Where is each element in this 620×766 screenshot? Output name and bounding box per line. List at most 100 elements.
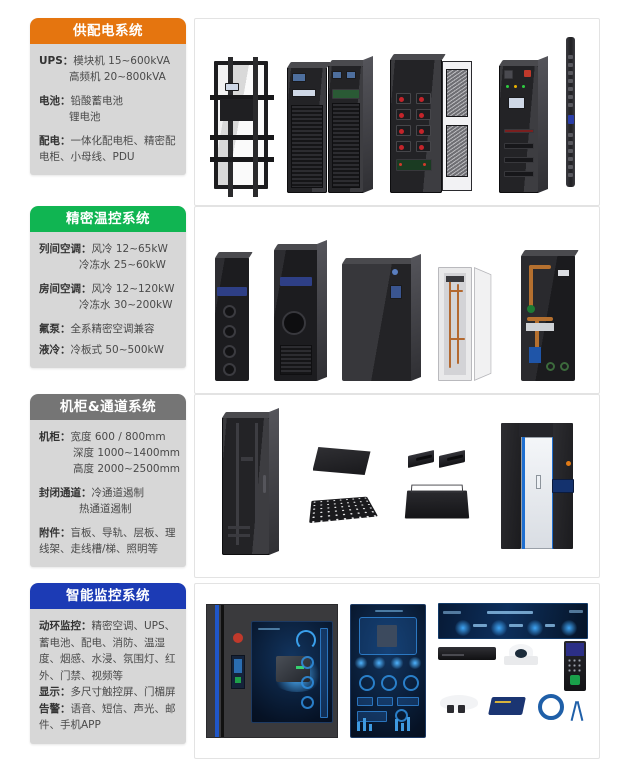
spec-card-body: UPS：模块机 15~600kVA 高频机 20~800kVA 电池：铅酸蓄电池… <box>30 44 186 175</box>
liquid-cooling-unit-image <box>520 250 579 381</box>
spec-line: UPS：模块机 15~600kVA <box>39 53 177 69</box>
spec-value: 风冷 12~120kW <box>91 283 175 295</box>
in-row-air-conditioner-open-image <box>273 239 327 381</box>
spec-card-title: 精密温控系统 <box>30 206 186 232</box>
server-rack-image <box>221 407 279 555</box>
spec-card-body: 动环监控：精密空调、UPS、蓄电池、配电、消防、温湿度、烟感、水浸、氛围灯、红外… <box>30 609 186 744</box>
spec-label: 封闭通道： <box>39 487 92 499</box>
room-air-conditioner-image <box>341 253 421 381</box>
product-image-panel-power <box>194 18 600 206</box>
spec-value: 冷通道遏制 <box>91 487 145 499</box>
spec-line: 告警：语音、短信、声光、邮件、手机APP <box>39 701 177 734</box>
spec-label: 配电： <box>39 135 71 147</box>
product-image-panel-monitoring <box>194 583 600 759</box>
spec-card-title: 供配电系统 <box>30 18 186 44</box>
spec-card-title: 机柜&通道系统 <box>30 394 186 420</box>
spec-card-intelligent-monitoring: 智能监控系统 动环监控：精密空调、UPS、蓄电池、配电、消防、温湿度、烟感、水浸… <box>30 583 186 744</box>
dome-camera-image <box>504 643 538 665</box>
spec-value: 语音、短信、声光、邮件、手机APP <box>39 702 176 732</box>
spec-label: 液冷： <box>39 344 71 356</box>
spec-value: 热通道遏制 <box>79 503 132 515</box>
product-image-panel-cooling <box>194 206 600 394</box>
spec-value: 高度 2000~2500mm <box>73 463 181 475</box>
spec-label: UPS： <box>39 55 74 67</box>
spec-line: 液冷：冷板式 50~500kW <box>39 342 177 358</box>
cable-tray-image <box>312 447 371 475</box>
sliding-tray-image <box>404 490 469 519</box>
power-distribution-cabinet-image <box>499 55 549 193</box>
spec-line: 锂电池 <box>39 109 177 125</box>
fluorine-pump-cabinet-image <box>438 263 500 381</box>
open-rack-frame-image <box>209 61 274 193</box>
spec-card-body: 列间空调：风冷 12~65kW 冷冻水 25~60kW 房间空调：风冷 12~1… <box>30 232 186 368</box>
spec-line: 配电：一体化配电柜、精密配电柜、小母线、PDU <box>39 133 177 165</box>
spec-card-precision-cooling: 精密温控系统 列间空调：风冷 12~65kW 冷冻水 25~60kW 房间空调：… <box>30 206 186 368</box>
spec-value: 模块机 15~600kVA <box>73 55 171 67</box>
spec-line: 列间空调：风冷 12~65kW <box>39 241 177 257</box>
sensor-module-image <box>488 697 526 715</box>
nvr-recorder-image <box>438 647 496 660</box>
spec-card-title: 智能监控系统 <box>30 583 186 609</box>
mounting-rail-image <box>408 449 465 469</box>
spec-value: 冷冻水 25~60kW <box>79 259 166 271</box>
spec-card-power-distribution: 供配电系统 UPS：模块机 15~600kVA 高频机 20~800kVA 电池… <box>30 18 186 175</box>
smoke-detector-image <box>440 695 478 715</box>
spec-label: 电池： <box>39 95 71 107</box>
spec-value: 锂电池 <box>69 111 101 123</box>
ups-cabinet-image <box>286 55 373 193</box>
spec-label: 显示： <box>39 686 71 698</box>
spec-label: 附件： <box>39 527 71 539</box>
spec-line: 氟泵：全系精密空调兼容 <box>39 321 177 337</box>
spec-line: 高度 2000~2500mm <box>39 461 181 477</box>
spec-line: 深度 1000~1400mm <box>39 445 181 461</box>
spec-value: 冷板式 50~500kW <box>70 344 165 356</box>
spec-value: 精密空调、UPS、蓄电池、配电、消防、温湿度、烟感、水浸、氛围灯、红外、门禁、视… <box>39 620 176 682</box>
spec-value: 冷冻水 30~200kW <box>79 299 173 311</box>
data-center-banner-image <box>438 603 588 639</box>
access-control-terminal-image <box>564 641 586 691</box>
product-image-panel-rack <box>194 394 600 578</box>
section-precision-cooling: 精密温控系统 列间空调：风冷 12~65kW 冷冻水 25~60kW 房间空调：… <box>0 206 620 394</box>
spec-card-body: 机柜：宽度 600 / 800mm 深度 1000~1400mm 高度 2000… <box>30 420 186 567</box>
spec-value: 多尺寸触控屏、门楣屏 <box>70 686 176 698</box>
section-power-distribution: 供配电系统 UPS：模块机 15~600kVA 高频机 20~800kVA 电池… <box>0 18 620 206</box>
spec-card-rack-containment: 机柜&通道系统 机柜：宽度 600 / 800mm 深度 1000~1400mm… <box>30 394 186 567</box>
spec-label: 动环监控： <box>39 620 92 632</box>
section-intelligent-monitoring: 智能监控系统 动环监控：精密空调、UPS、蓄电池、配电、消防、温湿度、烟感、水浸… <box>0 583 620 759</box>
spec-line: 冷冻水 30~200kW <box>39 297 177 313</box>
containment-door-image <box>500 423 574 549</box>
monitoring-dashboard-image <box>350 604 426 738</box>
spec-label: 氟泵： <box>39 323 71 335</box>
pdu-strip-image <box>566 37 580 193</box>
spec-label: 机柜： <box>39 431 71 443</box>
spec-label: 列间空调： <box>39 243 92 255</box>
spec-value: 一体化配电柜、精密配电柜、小母线、PDU <box>39 135 176 163</box>
spec-line: 冷冻水 25~60kW <box>39 257 177 273</box>
section-rack-containment: 机柜&通道系统 机柜：宽度 600 / 800mm 深度 1000~1400mm… <box>0 394 620 578</box>
spec-line: 封闭通道：冷通道遏制 <box>39 485 177 501</box>
spec-value: 高频机 20~800kVA <box>69 71 166 83</box>
spec-value: 全系精密空调兼容 <box>70 323 155 335</box>
spec-line: 高频机 20~800kVA <box>39 69 177 85</box>
spec-line: 电池：铅酸蓄电池 <box>39 93 177 109</box>
spec-value: 宽度 600 / 800mm <box>70 431 166 443</box>
spec-line: 机柜：宽度 600 / 800mm <box>39 429 177 445</box>
spec-line: 显示：多尺寸触控屏、门楣屏 <box>39 684 177 701</box>
battery-cabinet-image <box>389 54 482 193</box>
spec-label: 告警： <box>39 702 71 715</box>
spec-value: 深度 1000~1400mm <box>73 447 181 459</box>
spec-line: 热通道遏制 <box>39 501 177 517</box>
monitoring-devices-group <box>438 601 588 741</box>
spec-line: 动环监控：精密空调、UPS、蓄电池、配电、消防、温湿度、烟感、水浸、氛围灯、红外… <box>39 618 177 684</box>
spec-value: 盲板、导轨、层板、理线架、走线槽/梯、照明等 <box>39 527 176 555</box>
network-cable-image <box>538 693 584 721</box>
spec-label: 房间空调： <box>39 283 92 295</box>
spec-value: 风冷 12~65kW <box>91 243 168 255</box>
in-row-air-conditioner-image <box>215 252 253 381</box>
rack-touch-screen-image <box>206 604 338 738</box>
rail-group <box>404 449 469 519</box>
spec-value: 铅酸蓄电池 <box>70 95 124 107</box>
perforated-shelf-image <box>308 496 378 524</box>
spec-line: 房间空调：风冷 12~120kW <box>39 281 177 297</box>
